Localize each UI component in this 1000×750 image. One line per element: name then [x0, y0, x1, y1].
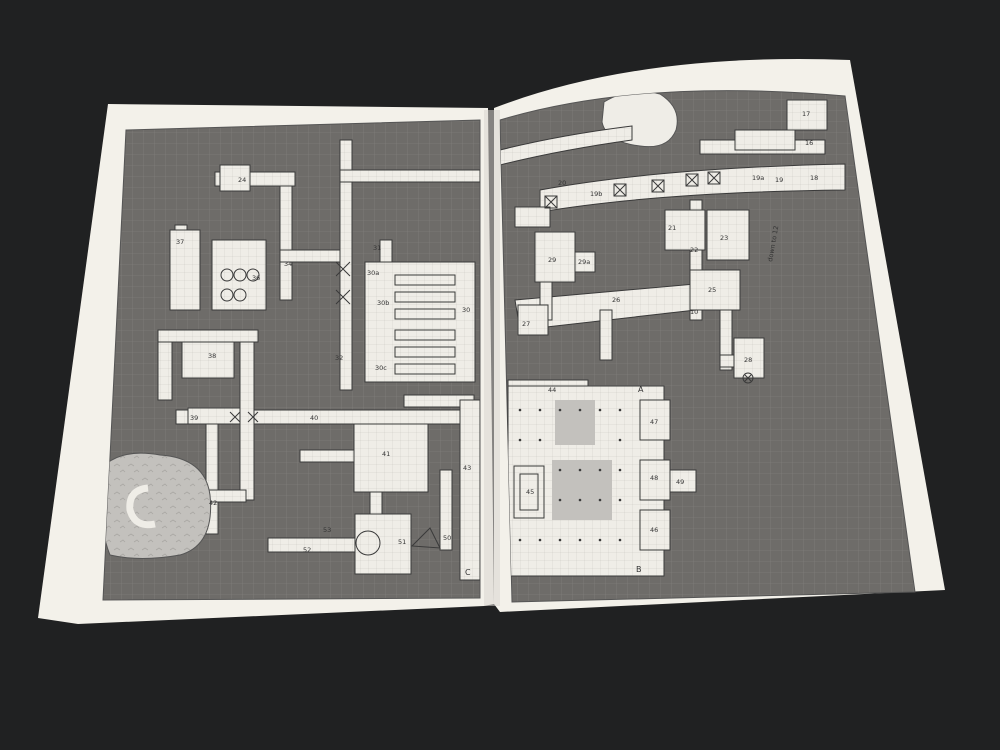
room-label: 44 [548, 386, 556, 394]
left-page: 24 37 36 34 31 30a 30b 30 30c 32 38 39 4… [38, 104, 494, 624]
room-label: 19b [590, 190, 602, 198]
cave-area [103, 452, 212, 559]
room-label: 30c [375, 364, 387, 372]
room-label: 40 [310, 414, 318, 422]
room-label: 19a [752, 174, 764, 182]
room-label: 42 [209, 499, 217, 507]
room-label: 28 [744, 356, 752, 364]
room-label: 47 [650, 418, 658, 426]
room-label: 32 [335, 354, 343, 362]
room-label: 23 [720, 234, 728, 242]
room-label: 19 [775, 176, 783, 184]
edge-letter: C [465, 568, 471, 577]
room-label: 53 [323, 526, 331, 534]
room-label: 17 [802, 110, 810, 118]
room-label: 22 [690, 246, 698, 254]
room-label: 43 [463, 464, 471, 472]
left-room-labels: 24 37 36 34 31 30a 30b 30 30c 32 38 39 4… [176, 176, 471, 577]
room-label: 39 [190, 414, 198, 422]
hall-features [513, 400, 622, 542]
room-label: 16 [805, 139, 813, 147]
room-label: 30a [367, 269, 379, 277]
room-label: 29a [578, 258, 590, 266]
room-label: 24 [238, 176, 246, 184]
room-label: 36 [252, 274, 260, 282]
room-label: 31 [373, 244, 381, 252]
right-room-labels: 20 19b 19a 19 18 17 16 21 22 23 29 29a 2… [522, 110, 818, 574]
room-label: 37 [176, 238, 184, 246]
edge-letter: B [636, 565, 642, 574]
room-features [220, 261, 456, 556]
right-page: 20 19b 19a 19 18 17 16 21 22 23 29 29a 2… [494, 59, 945, 612]
room-label: 51 [398, 538, 406, 546]
room-label: 38 [208, 352, 216, 360]
edge-letter: A [638, 385, 644, 394]
left-dungeon-map [103, 139, 480, 581]
room-label: 20 [558, 179, 566, 187]
room-label: 18 [810, 174, 818, 182]
room-label: 29 [548, 256, 556, 264]
corridor-crossings [544, 171, 754, 384]
room-label: 10 [690, 308, 698, 316]
room-label: 30 [462, 306, 470, 314]
room-label: 25 [708, 286, 716, 294]
room-label: 26 [612, 296, 620, 304]
spine-shadow [484, 110, 500, 606]
room-label: 52 [303, 546, 311, 554]
room-label: 21 [668, 224, 676, 232]
room-label: 48 [650, 474, 658, 482]
room-label: 49 [676, 478, 684, 486]
room-label: 41 [382, 450, 390, 458]
room-label: 46 [650, 526, 658, 534]
room-label: 50 [443, 534, 451, 542]
right-dungeon-map [500, 90, 846, 577]
room-label: 27 [522, 320, 530, 328]
room-label: 45 [526, 488, 534, 496]
room-label: 34 [284, 260, 292, 268]
room-label: 30b [377, 299, 389, 307]
